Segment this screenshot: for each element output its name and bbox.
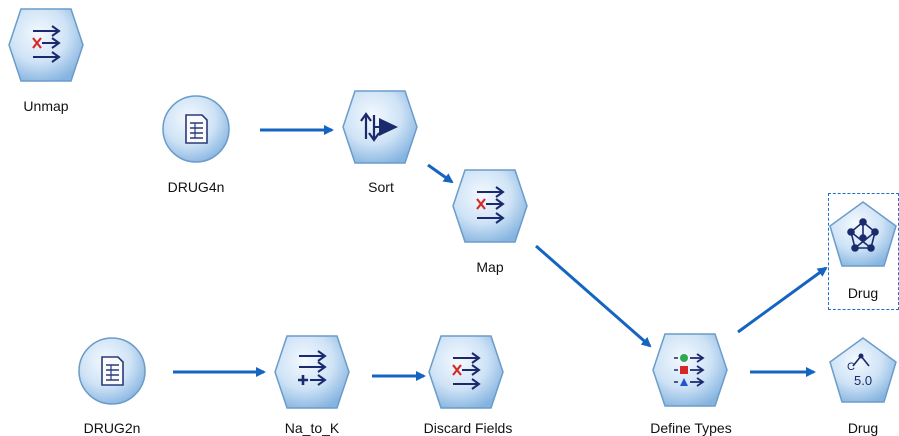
unmap-label: Unmap [23,98,69,114]
drug-c50-node[interactable]: C 5.0 [829,337,897,403]
drug2n-label: DRUG2n [83,420,141,436]
define-types-node[interactable] [652,333,728,407]
connection-sort-map[interactable] [427,163,454,184]
svg-text:5.0: 5.0 [854,373,872,388]
drug4n-node[interactable] [162,95,230,163]
svg-text:C: C [847,361,855,373]
discard-fields-node[interactable] [428,335,504,409]
sort-label: Sort [368,179,394,195]
discard-fields-label: Discard Fields [423,420,513,436]
drug-c50-label: Drug [847,420,879,436]
unmap-node[interactable] [8,8,84,82]
unmap-icon [32,25,61,63]
connection-define-types-drug-model[interactable] [737,266,828,334]
na-to-k-node[interactable] [274,335,350,409]
drug2n-node[interactable] [78,337,146,405]
na-to-k-label: Na_to_K [284,420,340,436]
derive-icon [298,350,327,386]
variable-file-icon [101,356,124,386]
map-icon [476,186,505,224]
type-icon [674,353,705,387]
drug-model-label: Drug [847,285,879,301]
map-node[interactable] [452,169,528,243]
connections [173,125,828,381]
define-types-label: Define Types [650,420,732,436]
drug-model-node[interactable] [829,201,897,267]
connection-map-define-types[interactable] [535,244,652,348]
variable-file-icon [185,114,208,144]
neural-net-model-icon [847,218,879,252]
c50-icon: C 5.0 [847,353,872,388]
sort-icon [360,112,398,142]
drug4n-label: DRUG4n [167,179,225,195]
map-label: Map [476,259,504,275]
sort-node[interactable] [342,90,418,164]
filter-icon [452,352,481,390]
